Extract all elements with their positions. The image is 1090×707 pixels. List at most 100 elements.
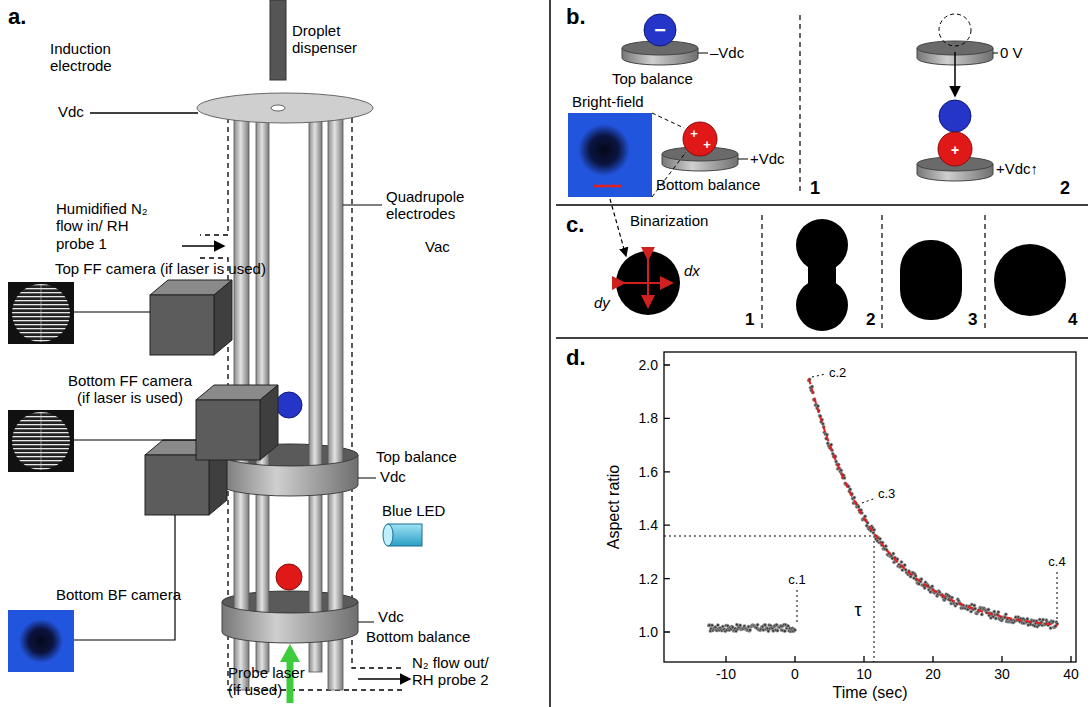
- data-point: [920, 578, 923, 581]
- label: -10: [716, 666, 736, 682]
- label: Bottom balance: [656, 176, 760, 193]
- data-point: [1004, 613, 1007, 616]
- data-point: [739, 624, 742, 627]
- label: 20: [925, 666, 941, 682]
- label: Time (sec): [833, 684, 908, 702]
- label: c.1: [788, 573, 805, 588]
- label: 0: [791, 666, 799, 682]
- label: +: [690, 127, 698, 142]
- droplet-dispenser: [270, 0, 286, 80]
- label: 10: [856, 666, 872, 682]
- data-point: [900, 560, 903, 563]
- label: 2: [866, 310, 875, 330]
- label: +: [703, 138, 711, 153]
- label: c.3: [878, 487, 895, 502]
- data-point: [849, 488, 852, 491]
- label: 1: [810, 178, 820, 199]
- data-point: [903, 564, 906, 567]
- data-point: [892, 552, 895, 555]
- label: 1.8: [639, 410, 658, 426]
- label: Top balance: [376, 448, 457, 465]
- label: Quadrupole electrodes: [386, 188, 482, 223]
- plot-frame: [664, 352, 1076, 662]
- label: Bottom BF camera: [56, 586, 181, 603]
- data-point: [792, 628, 795, 631]
- data-point: [980, 613, 983, 616]
- label: Humidified N₂ flow in/ RH probe 1: [56, 200, 152, 252]
- label: Top FF camera (if laser is used): [55, 260, 266, 277]
- label: 40: [1063, 666, 1079, 682]
- droplet-negative: [276, 392, 302, 418]
- label: dx: [684, 262, 700, 279]
- data-point: [1052, 620, 1055, 623]
- data-point: [748, 629, 751, 632]
- label: N₂ flow out/ RH probe 2: [412, 654, 506, 689]
- data-point: [973, 604, 976, 607]
- label: +: [951, 142, 959, 158]
- label: Vdc: [378, 608, 404, 625]
- data-point: [955, 602, 958, 605]
- label: a.: [8, 4, 26, 29]
- label: 2.0: [639, 357, 658, 373]
- data-point: [765, 626, 768, 629]
- label: d.: [566, 345, 586, 370]
- data-point: [783, 630, 786, 633]
- blue-led: [383, 524, 422, 546]
- data-points: [707, 378, 1059, 633]
- data-point: [707, 624, 710, 627]
- label: 1.6: [639, 464, 658, 480]
- label: Blue LED: [382, 502, 445, 519]
- data-point: [716, 624, 719, 627]
- data-point: [878, 537, 881, 540]
- data-point: [931, 585, 934, 588]
- fit-curve: [809, 378, 1057, 625]
- binarized-droplet: [616, 219, 1066, 331]
- label: −: [654, 19, 666, 42]
- label: 1.0: [639, 624, 658, 640]
- label: 2: [1060, 178, 1070, 199]
- bright-field-image: [8, 610, 74, 672]
- label: 1.4: [639, 517, 658, 533]
- data-point: [1042, 618, 1045, 621]
- label: Aspect ratio: [605, 465, 623, 549]
- balance-electrode: [222, 455, 358, 643]
- label: 0 V: [1000, 44, 1023, 61]
- data-point: [776, 629, 779, 632]
- label: +Vdc: [750, 150, 785, 167]
- data-point: [811, 385, 814, 388]
- data-point: [997, 610, 1000, 613]
- data-point: [872, 531, 875, 534]
- label: 1.2: [639, 571, 658, 587]
- label: Induction electrode: [50, 40, 150, 75]
- label: Bottom balance: [366, 628, 470, 645]
- label: –Vdc: [710, 44, 744, 61]
- flow-arrow: [182, 246, 410, 679]
- data-point: [986, 609, 989, 612]
- label: Droplet dispenser: [292, 22, 374, 57]
- label: 1: [745, 310, 754, 330]
- data-point: [711, 624, 714, 627]
- data-point: [974, 607, 977, 610]
- label: c.: [566, 212, 584, 237]
- label: Bottom FF camera (if laser is used): [60, 372, 200, 407]
- data-point: [994, 617, 997, 620]
- data-point: [763, 624, 766, 627]
- label: τ: [854, 600, 861, 621]
- guide-line: [664, 374, 1057, 662]
- data-point: [730, 625, 733, 628]
- label: +Vdc↑: [996, 160, 1038, 177]
- data-point: [749, 628, 752, 631]
- data-point: [793, 629, 796, 632]
- label: Vdc: [380, 468, 406, 485]
- data-point: [993, 610, 996, 613]
- label: c.2: [829, 366, 846, 381]
- data-point: [821, 422, 824, 425]
- label: Vac: [425, 238, 450, 255]
- data-point: [873, 528, 876, 531]
- data-point: [987, 608, 990, 611]
- data-point: [857, 505, 860, 508]
- label: Bright-field: [572, 93, 644, 110]
- label: b.: [566, 4, 586, 29]
